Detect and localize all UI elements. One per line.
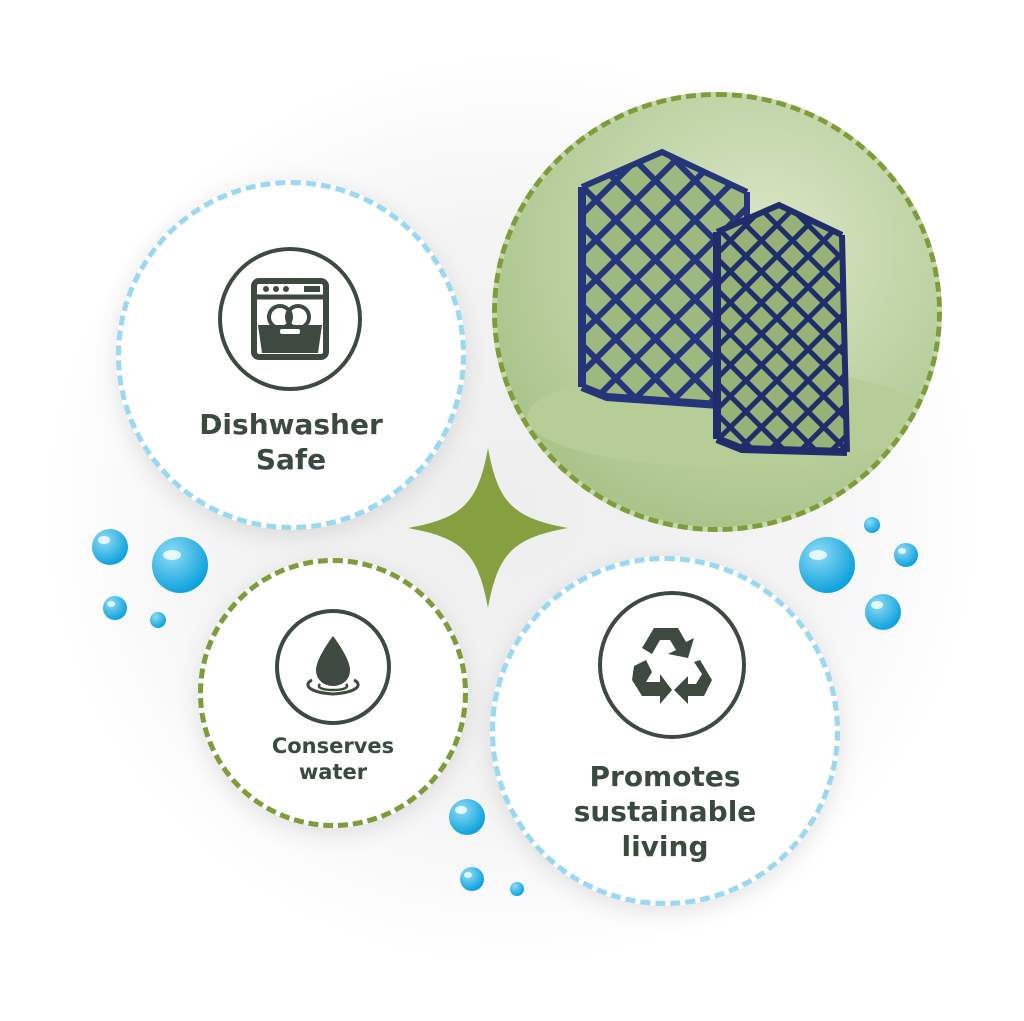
dishwasher-safe-label: Dishwasher Safe — [121, 407, 461, 477]
label-line: water — [298, 760, 368, 785]
label-line: sustainable — [573, 795, 757, 828]
conserves-water-label: Conserves water — [203, 733, 463, 786]
label-line: Conserves — [271, 734, 395, 758]
bubble-icon — [92, 517, 918, 896]
water-drop-icon — [275, 609, 391, 725]
feature-dishwasher-safe: Dishwasher Safe — [116, 180, 466, 530]
label-line: Promotes — [589, 760, 741, 793]
feature-conserves-water: Conserves water — [198, 558, 468, 828]
sustainable-living-label: Promotes sustainable living — [495, 759, 835, 864]
dishwasher-icon — [218, 247, 362, 391]
label-line: Safe — [255, 443, 327, 476]
sparkle-star-icon — [408, 448, 568, 608]
recycle-icon — [598, 591, 746, 739]
label-line: Dishwasher — [199, 408, 383, 441]
product-photo — [492, 92, 942, 532]
label-line: living — [621, 830, 709, 863]
feature-sustainable-living: Promotes sustainable living — [490, 556, 840, 906]
